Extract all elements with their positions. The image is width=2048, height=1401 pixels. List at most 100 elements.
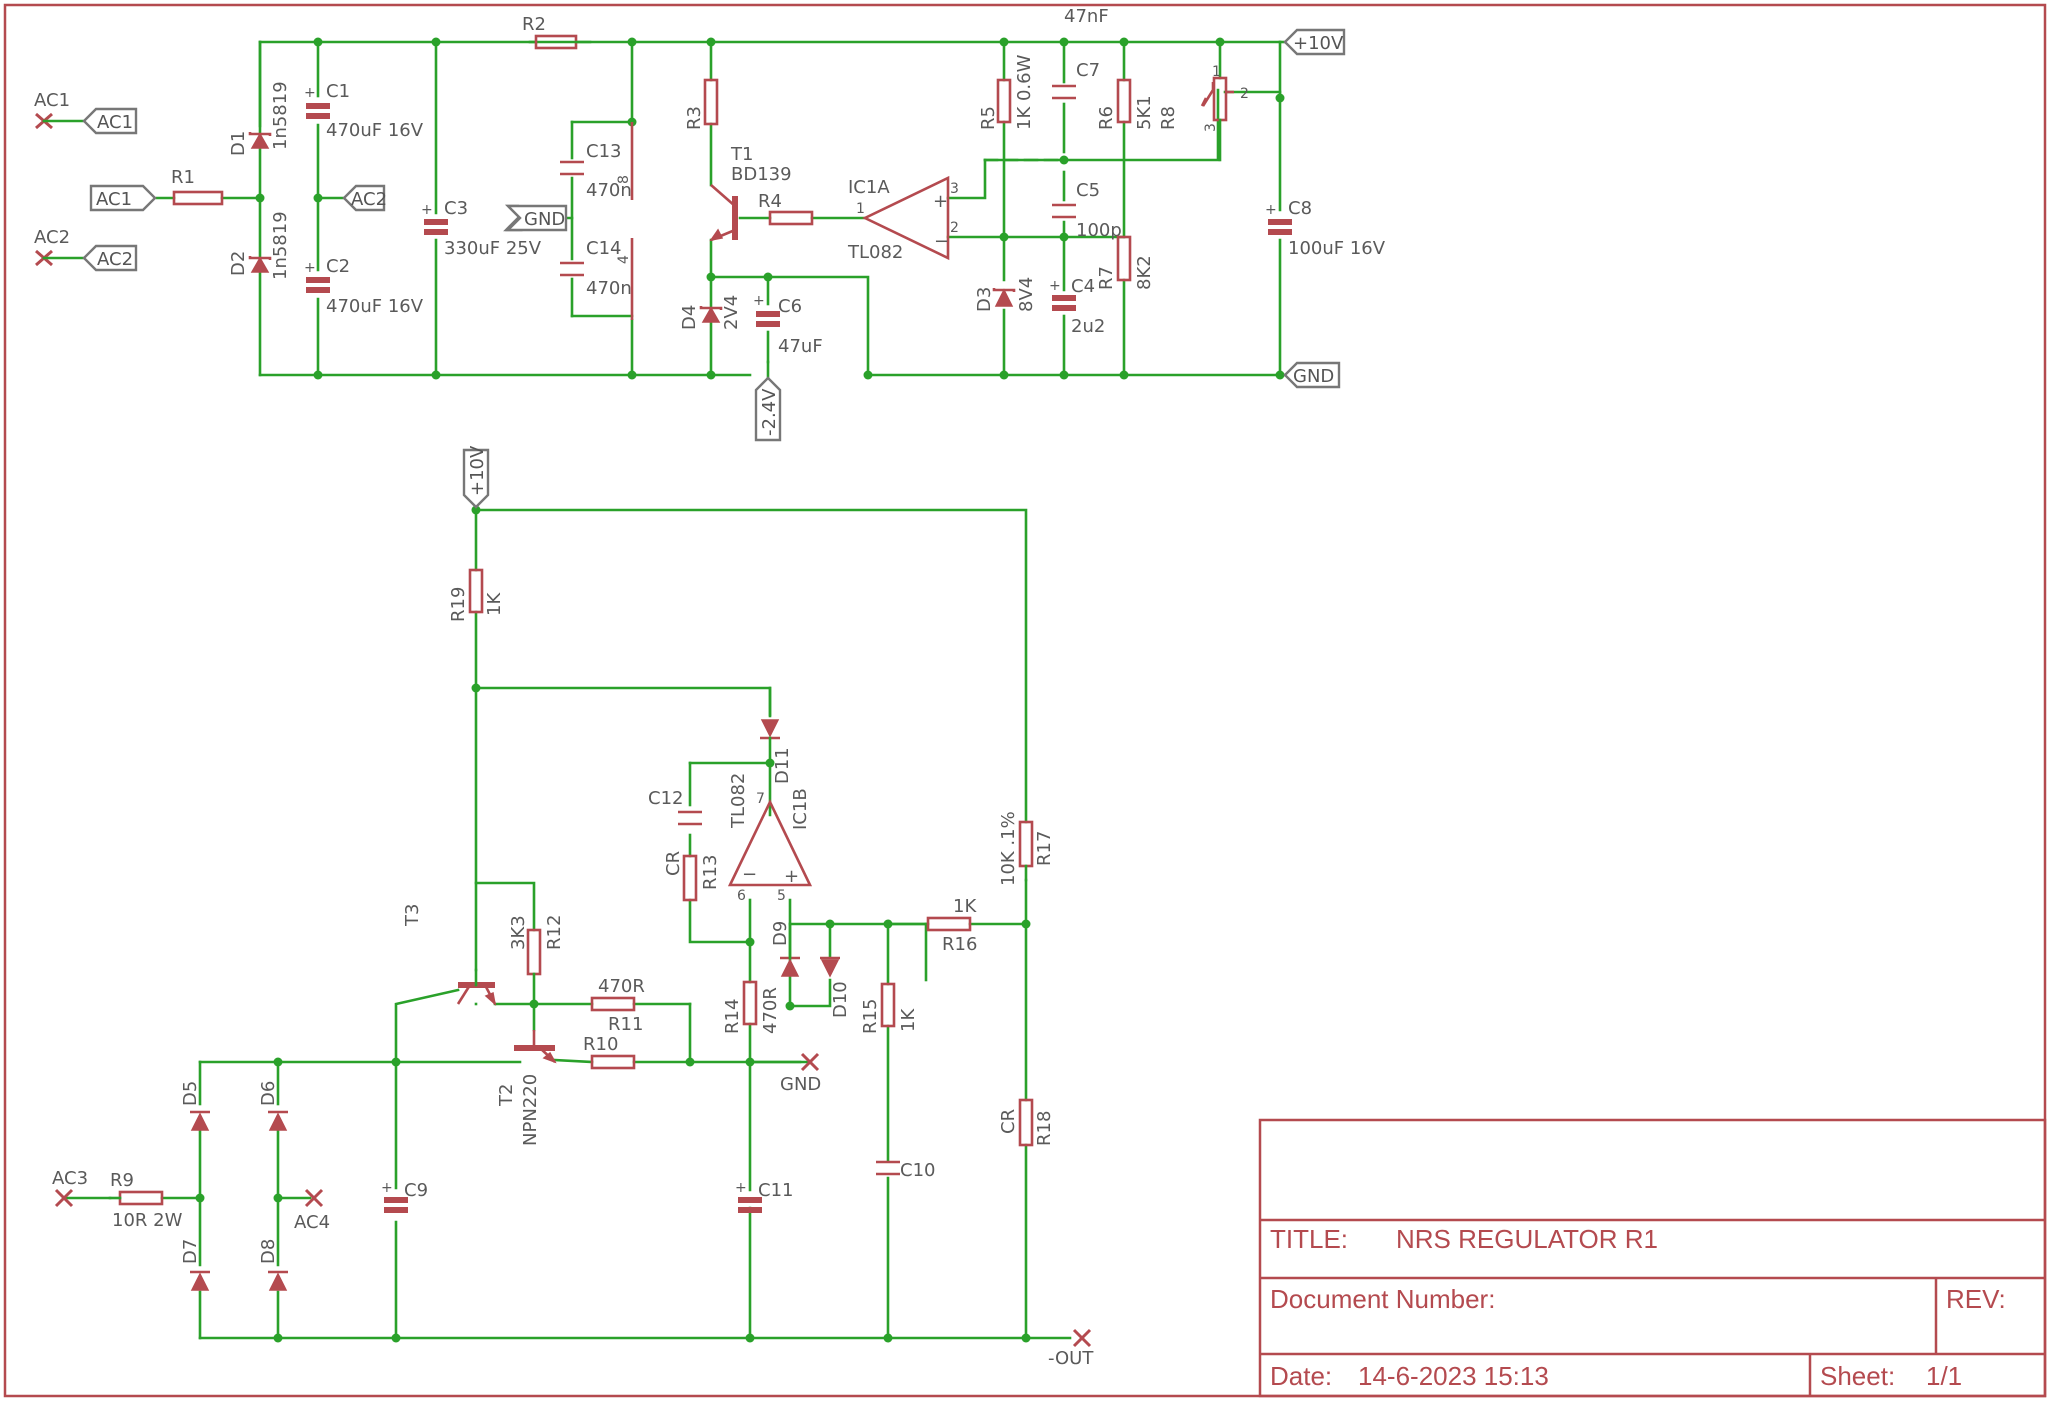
svg-text:D9: D9	[770, 921, 791, 946]
resistor-r12[interactable]: 3K3 R12	[508, 915, 565, 1006]
flag-ac1-input[interactable]: AC1	[89, 184, 157, 212]
capacitor-c10[interactable]: C10	[876, 1160, 935, 1181]
svg-text:D8: D8	[258, 1239, 279, 1264]
capacitor-c14[interactable]: C14 470n	[560, 238, 632, 299]
svg-text:C10: C10	[900, 1160, 935, 1181]
diode-d8[interactable]: D8	[258, 1239, 288, 1291]
resistor-r13[interactable]: CR R13	[663, 851, 721, 902]
svg-text:4: 4	[616, 255, 632, 264]
resistor-r19[interactable]: R19 1K	[448, 568, 505, 622]
svg-text:−: −	[742, 864, 757, 885]
flag-minus2v4[interactable]: -2.4V	[754, 360, 782, 442]
svg-text:3: 3	[1203, 123, 1219, 132]
svg-text:+: +	[304, 85, 316, 101]
svg-text:1: 1	[856, 201, 865, 217]
capacitor-c2[interactable]: + C2 470uF 16V	[304, 256, 424, 317]
capacitor-c9[interactable]: + C9	[381, 1180, 428, 1213]
svg-text:+: +	[784, 866, 799, 887]
resistor-r7[interactable]: R7 8K2	[1096, 235, 1155, 290]
resistor-r6[interactable]: R6 5K1 R8	[1096, 78, 1179, 130]
svg-text:470R: 470R	[598, 976, 645, 997]
svg-text:C4: C4	[1071, 276, 1095, 297]
capacitor-c12[interactable]: C12	[648, 788, 702, 826]
svg-text:5: 5	[777, 888, 786, 904]
resistor-r18[interactable]: CR R18	[998, 1098, 1055, 1147]
capacitor-c3[interactable]: + C3 330uF 25V	[421, 198, 542, 259]
transistor-t3[interactable]: T3	[402, 904, 497, 1007]
svg-text:TL082: TL082	[728, 773, 749, 829]
diode-d4[interactable]: D4 2V4	[679, 295, 742, 330]
capacitor-c1[interactable]: + C1 470uF 16V	[304, 81, 424, 141]
svg-text:470n: 470n	[586, 278, 632, 299]
resistor-r9[interactable]: R9 10R 2W	[108, 1170, 183, 1231]
diode-d5[interactable]: D5	[180, 1081, 210, 1131]
resistor-r16[interactable]: 1K R16	[926, 896, 977, 955]
svg-text:1n5819: 1n5819	[270, 81, 291, 150]
diode-d10[interactable]: D10	[820, 956, 851, 1018]
svg-text:IC1A: IC1A	[848, 177, 890, 198]
flag-gnd-left[interactable]: GND	[503, 204, 568, 232]
doc-number-label: Document Number:	[1270, 1284, 1495, 1314]
svg-text:470uF 16V: 470uF 16V	[326, 120, 424, 141]
capacitor-c11[interactable]: + C11	[735, 1180, 793, 1213]
resistor-r14[interactable]: R14 470R	[722, 980, 781, 1034]
svg-text:GND: GND	[780, 1074, 821, 1095]
capacitor-c7[interactable]: C7	[1052, 60, 1100, 100]
date-value: 14-6-2023 15:13	[1358, 1361, 1549, 1391]
diode-d3[interactable]: D3 8V4	[974, 277, 1037, 312]
flag-ac2-mid[interactable]: AC2	[342, 184, 387, 212]
svg-text:C6: C6	[778, 296, 802, 317]
svg-text:C12: C12	[648, 788, 683, 809]
resistor-r5[interactable]: R5 1K 0.6W	[978, 54, 1035, 130]
opamp-ic1a[interactable]: + − 3 2 1 IC1A TL082	[847, 175, 959, 263]
svg-text:C1: C1	[326, 81, 350, 102]
diode-d6[interactable]: D6	[258, 1081, 288, 1131]
resistor-r1[interactable]: R1	[171, 167, 224, 206]
svg-text:AC1: AC1	[96, 189, 132, 210]
capacitor-c8[interactable]: + C8 100uF 16V	[1265, 198, 1386, 259]
trimmer-r8[interactable]: 1 2 3	[1200, 64, 1249, 162]
transistor-t2[interactable]: T2 NPN220	[496, 1030, 557, 1146]
svg-text:470uF 16V: 470uF 16V	[326, 296, 424, 317]
svg-text:AC1: AC1	[97, 112, 133, 133]
svg-text:D10: D10	[830, 981, 851, 1018]
diode-d11[interactable]: D11	[760, 686, 793, 784]
svg-text:1n5819: 1n5819	[270, 211, 291, 280]
svg-text:R6: R6	[1096, 106, 1117, 130]
flag-plus10v-bottom[interactable]: +10V	[462, 445, 490, 509]
flag-ac1-top[interactable]: AC1	[82, 107, 138, 135]
svg-text:NPN220: NPN220	[520, 1074, 541, 1146]
svg-text:2V4: 2V4	[721, 295, 742, 330]
diode-d9[interactable]: D9	[770, 921, 800, 977]
flag-ac2-left[interactable]: AC2	[82, 244, 138, 272]
capacitor-c13[interactable]: C13 470n	[560, 141, 632, 201]
resistor-r15[interactable]: R15 1K	[860, 982, 919, 1034]
resistor-r3[interactable]: R3	[684, 78, 719, 130]
opamp-ic1b[interactable]: − + 6 5 7 TL082 IC1B	[727, 773, 813, 904]
flag-gnd-top[interactable]: GND	[1283, 361, 1341, 389]
diode-d2[interactable]: D2 1n5819	[228, 211, 291, 280]
resistor-r17[interactable]: 10K .1% R17	[998, 811, 1055, 886]
svg-text:AC1: AC1	[34, 90, 70, 111]
capacitor-c6[interactable]: + C6 47uF	[753, 293, 823, 357]
capacitor-c5[interactable]: C5 100p	[1052, 180, 1122, 241]
flag-plus10v-top[interactable]: +10V	[1283, 28, 1346, 56]
svg-text:2: 2	[950, 220, 959, 236]
transistor-t1[interactable]: T1 BD139	[709, 144, 792, 242]
capacitor-c4[interactable]: + C4 2u2	[1049, 276, 1105, 337]
svg-text:C3: C3	[444, 198, 468, 219]
resistor-r11[interactable]: 470R R11	[590, 976, 692, 1035]
svg-text:C7: C7	[1076, 60, 1100, 81]
resistor-r10[interactable]: R10	[583, 1034, 636, 1070]
diode-d7[interactable]: D7	[180, 1239, 210, 1291]
svg-text:R4: R4	[758, 191, 782, 212]
svg-text:47uF: 47uF	[778, 336, 823, 357]
svg-text:R19: R19	[448, 587, 469, 622]
resistor-r2[interactable]: R2	[522, 14, 592, 50]
svg-text:D1: D1	[228, 131, 249, 156]
resistor-r4[interactable]: R4	[758, 191, 814, 226]
svg-text:R14: R14	[722, 999, 743, 1034]
diode-d1[interactable]: D1 1n5819	[228, 40, 291, 156]
svg-text:R7: R7	[1096, 266, 1117, 290]
net-label-out: -OUT	[1048, 1328, 1094, 1369]
